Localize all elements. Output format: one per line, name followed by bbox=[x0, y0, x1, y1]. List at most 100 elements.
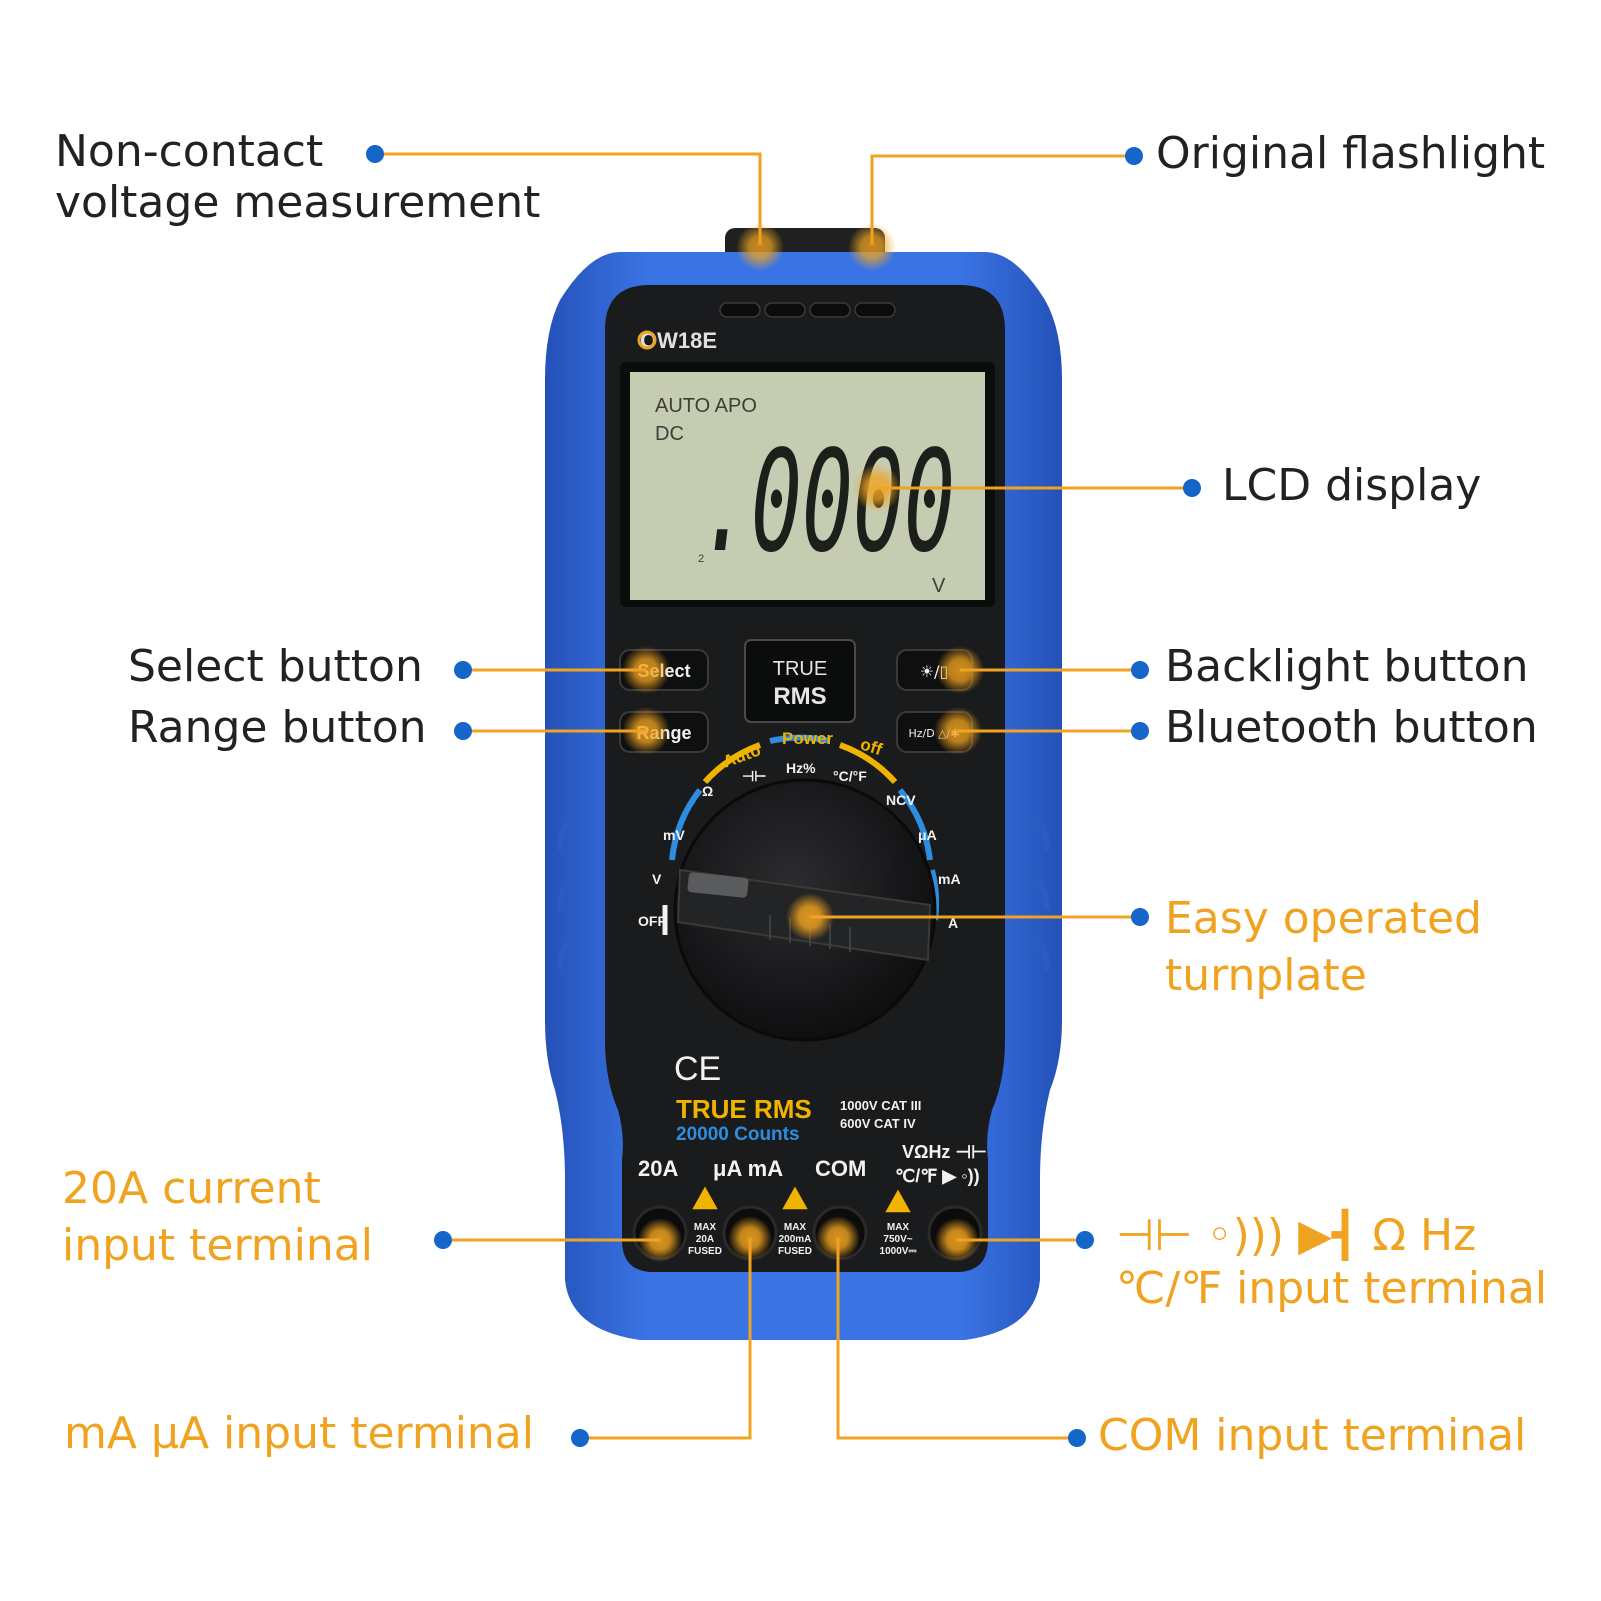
fuse-v-l1: MAX bbox=[887, 1222, 910, 1233]
fuse-20a-l2: 20A bbox=[696, 1234, 714, 1245]
lcd-small-digit: 2 bbox=[698, 553, 704, 565]
dial-ua-label: μA bbox=[918, 827, 937, 843]
dot-bluetooth bbox=[1131, 722, 1149, 740]
leader-com bbox=[836, 1238, 1077, 1440]
dial-cap-label: ⊣⊢ bbox=[742, 768, 766, 784]
fuse-20a-l1: MAX bbox=[694, 1222, 717, 1233]
glow-range bbox=[622, 707, 670, 755]
callout-lcd-line1: LCD display bbox=[1222, 460, 1482, 511]
speaker-grille bbox=[719, 302, 896, 318]
leader-maua bbox=[580, 1238, 752, 1440]
terminal-label-com: COM bbox=[815, 1156, 866, 1181]
leader-flashlight bbox=[870, 154, 1134, 245]
callout-range-line1: Range button bbox=[128, 702, 427, 753]
callout-backlight: Backlight button bbox=[1165, 641, 1528, 692]
lcd-reading: .0000 bbox=[700, 421, 955, 584]
dot-turnplate bbox=[1131, 908, 1149, 926]
fuse-ma-l1: MAX bbox=[784, 1222, 807, 1233]
dot-com bbox=[1068, 1429, 1086, 1447]
callout-ncv-line2: voltage measurement bbox=[55, 177, 541, 229]
label-dots bbox=[366, 145, 1201, 1447]
dot-ncv bbox=[366, 145, 384, 163]
dot-20a bbox=[434, 1231, 452, 1249]
true-rms-badge: TRUE RMS bbox=[744, 639, 856, 723]
dot-vterm bbox=[1076, 1231, 1094, 1249]
lcd-auto-apo: AUTO APO bbox=[655, 395, 757, 417]
dot-lcd bbox=[1183, 479, 1201, 497]
multimeter-body: OW18E AUTO APO DC .0000 2 V Select Range… bbox=[545, 228, 1062, 1340]
glow-bluetooth bbox=[934, 707, 982, 755]
dot-maua bbox=[571, 1429, 589, 1447]
fuse-ma-l2: 200mA bbox=[779, 1234, 812, 1245]
glow-turnplate bbox=[786, 893, 834, 941]
dial-labels: OFF V mV Ω ⊣⊢ Hz% °C/°F NCV μA mA A bbox=[638, 760, 961, 931]
callout-flashlight-line1: Original flashlight bbox=[1156, 128, 1546, 179]
fuse-v-l3: 1000V⎓ bbox=[880, 1246, 917, 1257]
callout-select-line1: Select button bbox=[128, 641, 423, 692]
fuse-notes: MAX 20A FUSED MAX 200mA FUSED MAX 750V~ … bbox=[688, 1222, 916, 1257]
callout-20a: 20A current input terminal bbox=[62, 1160, 373, 1274]
true-rms-line2: RMS bbox=[773, 683, 826, 710]
warning-triangles bbox=[689, 1183, 914, 1214]
dial-temp-label: °C/°F bbox=[833, 768, 867, 784]
callout-lcd: LCD display bbox=[1222, 460, 1481, 511]
terminal-label-uama: μA mA bbox=[713, 1156, 783, 1181]
glow-vterm bbox=[935, 1218, 979, 1262]
lcd-screen bbox=[630, 372, 985, 600]
dot-range bbox=[454, 722, 472, 740]
callout-com: COM input terminal bbox=[1098, 1410, 1526, 1461]
dial-hz-label: Hz% bbox=[786, 760, 816, 776]
dial-a-label: A bbox=[948, 915, 958, 931]
glow-20a bbox=[638, 1218, 682, 1262]
counts-print: 20000 Counts bbox=[676, 1124, 800, 1145]
terminal-label-vohm-2: ℃/℉ ▶ ◦)) bbox=[895, 1166, 980, 1186]
fuse-ma-l3: FUSED bbox=[778, 1246, 812, 1257]
dot-backlight bbox=[1131, 661, 1149, 679]
callout-turnplate-line1: Easy operated bbox=[1165, 893, 1482, 944]
dial-v-label: V bbox=[652, 871, 662, 887]
glow-backlight bbox=[936, 646, 984, 694]
dial-ma-label: mA bbox=[938, 871, 961, 887]
leader-lines bbox=[375, 152, 1192, 1440]
glow-ma bbox=[728, 1216, 772, 1260]
callout-bluetooth-line1: Bluetooth button bbox=[1165, 702, 1538, 753]
callout-flashlight: Original flashlight bbox=[1156, 128, 1545, 179]
dial-ncv-label: NCV bbox=[886, 792, 916, 808]
callout-range: Range button bbox=[128, 702, 427, 753]
lcd-dc: DC bbox=[655, 423, 684, 445]
callout-turnplate: Easy operated turnplate bbox=[1165, 890, 1482, 1004]
dial-off-label: OFF bbox=[638, 913, 666, 929]
grip-ridges bbox=[557, 817, 1050, 971]
lcd-unit: V bbox=[932, 575, 946, 597]
glow-lcd bbox=[853, 464, 901, 512]
glow-ncv bbox=[736, 223, 784, 271]
terminal-labels: 20A μA mA COM VΩHz ⊣⊢ ℃/℉ ▶ ◦)) bbox=[638, 1142, 987, 1186]
callout-backlight-line1: Backlight button bbox=[1165, 641, 1529, 692]
dial-mv-label: mV bbox=[663, 827, 685, 843]
callout-ncv-line1: Non-contact bbox=[55, 126, 324, 177]
leader-ncv bbox=[375, 152, 762, 245]
dot-select bbox=[454, 661, 472, 679]
callout-maua: mA μA input terminal bbox=[64, 1408, 534, 1459]
ce-mark: CE bbox=[674, 1050, 721, 1088]
callout-20a-line2: input terminal bbox=[62, 1220, 373, 1272]
dial-ohm-label: Ω bbox=[702, 783, 713, 799]
callout-select: Select button bbox=[128, 641, 423, 692]
cat-line1: 1000V CAT III bbox=[840, 1098, 921, 1113]
callout-vterm: ⊣⊢ ◦))) ▶┫ Ω Hz ℃/℉ input terminal bbox=[1116, 1210, 1547, 1316]
glow-select bbox=[622, 646, 670, 694]
true-rms-print: TRUE RMS bbox=[676, 1094, 812, 1124]
fuse-20a-l3: FUSED bbox=[688, 1246, 722, 1257]
cat-line2: 600V CAT IV bbox=[840, 1116, 916, 1131]
callout-maua-line1: mA μA input terminal bbox=[64, 1408, 534, 1459]
true-rms-line1: TRUE bbox=[773, 658, 827, 680]
glow-com bbox=[816, 1216, 860, 1260]
callout-vterm-line1: ⊣⊢ ◦))) ▶┫ Ω Hz bbox=[1116, 1210, 1477, 1261]
callout-20a-line1: 20A current bbox=[62, 1163, 321, 1214]
callout-vterm-line2: ℃/℉ input terminal bbox=[1116, 1262, 1548, 1314]
callout-bluetooth: Bluetooth button bbox=[1165, 702, 1538, 753]
dial-arc-power: Power bbox=[782, 729, 833, 748]
model-name: OW18E bbox=[640, 328, 717, 353]
callout-com-line1: COM input terminal bbox=[1098, 1410, 1527, 1461]
